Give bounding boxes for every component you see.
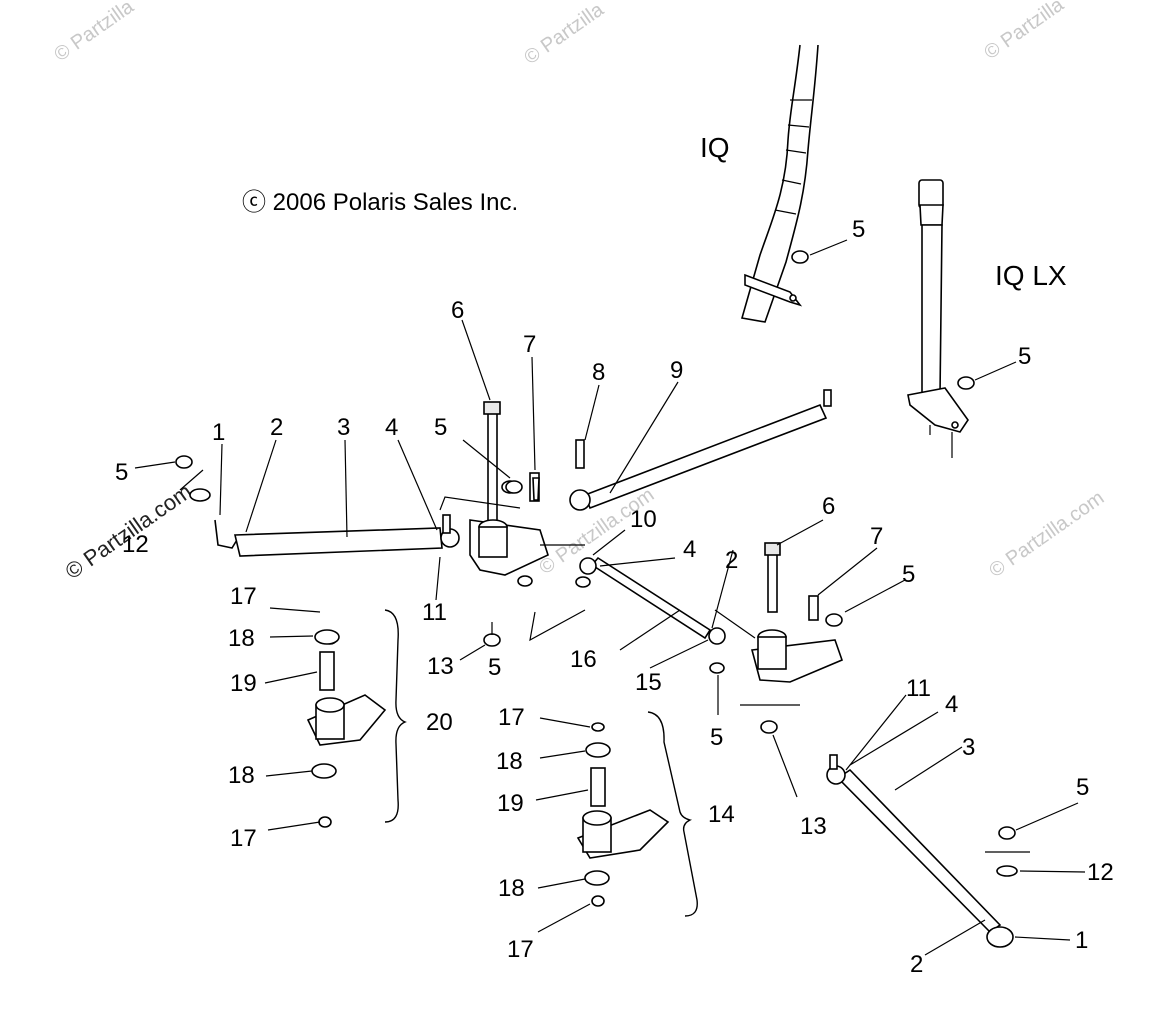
steering-column-iq-lx: [907, 179, 969, 458]
tie-rod-right: [826, 754, 1014, 948]
callout-18-kit20-bottom: 18: [228, 762, 255, 789]
callout-5-far-left: 5: [115, 459, 128, 486]
callout-15: 15: [635, 669, 662, 696]
callout-9: 9: [670, 357, 683, 384]
callout-4-right: 4: [945, 691, 958, 718]
callout-18-kit14-bottom: 18: [498, 875, 525, 902]
kit-center-14: [576, 722, 670, 907]
pivot-arm-left: [439, 401, 591, 647]
callout-2-right: 2: [910, 951, 923, 978]
callout-20: 20: [426, 709, 453, 736]
model-label-iq-lx: IQ LX: [995, 260, 1067, 291]
callout-5-center-bottom: 5: [710, 724, 723, 751]
callout-19-kit14: 19: [497, 790, 524, 817]
copyright-text: ⓒ 2006 Polaris Sales Inc.: [242, 189, 518, 216]
callout-7-left: 7: [523, 331, 536, 358]
callout-13-right: 13: [800, 813, 827, 840]
callout-8: 8: [592, 359, 605, 386]
callout-17-kit14-bottom: 17: [507, 936, 534, 963]
callout-4-center: 4: [683, 536, 696, 563]
bracket-kit-14: [647, 711, 698, 917]
kit-left-20: [306, 629, 387, 828]
callout-12-right: 12: [1087, 859, 1114, 886]
callout-3-left: 3: [337, 414, 350, 441]
callout-10: 10: [630, 506, 657, 533]
tie-rod-center: [579, 556, 726, 645]
callout-7-right: 7: [870, 523, 883, 550]
callout-16: 16: [570, 646, 597, 673]
callout-18-kit14-top: 18: [496, 748, 523, 775]
callout-4-left: 4: [385, 414, 398, 441]
callout-19-kit20: 19: [230, 670, 257, 697]
callout-14: 14: [708, 801, 735, 828]
callout-1-right: 1: [1075, 927, 1088, 954]
watermark-top-right: © Partzilla: [980, 0, 1068, 64]
callout-5-left-arm: 5: [434, 414, 447, 441]
hardware-nuts: [175, 250, 1030, 877]
bracket-kit-20: [384, 609, 407, 823]
callout-12-left: 12: [122, 531, 149, 558]
callout-17-kit14-top: 17: [498, 704, 525, 731]
callout-18-kit20-top: 18: [228, 625, 255, 652]
watermark-top-center: © Partzilla: [520, 0, 608, 69]
callout-5-iq: 5: [852, 216, 865, 243]
callout-6-left: 6: [451, 297, 464, 324]
watermark-right: © Partzilla.com: [985, 487, 1108, 582]
callout-5-left-bottom: 5: [488, 654, 501, 681]
callout-13-left: 13: [427, 653, 454, 680]
model-label-iq: IQ: [700, 132, 730, 163]
callout-11-left: 11: [422, 599, 447, 626]
callout-11-right: 11: [906, 675, 931, 702]
callout-3-right: 3: [962, 734, 975, 761]
callout-17-kit20-bottom: 17: [230, 825, 257, 852]
callout-6-right: 6: [822, 493, 835, 520]
leader-lines: [134, 239, 1086, 956]
callout-2-center: 2: [725, 547, 738, 574]
drag-link: [569, 389, 832, 511]
steering-column-iq: [740, 44, 819, 323]
tie-rod-left: [214, 514, 460, 557]
watermark-top-left: © Partzilla: [50, 0, 138, 66]
callout-17-kit20-top: 17: [230, 583, 257, 610]
callout-5-right-arm: 5: [902, 561, 915, 588]
callout-1-left: 1: [212, 419, 225, 446]
callout-2-left: 2: [270, 414, 283, 441]
callout-5-bottom-right: 5: [1076, 774, 1089, 801]
callout-5-iq-lx: 5: [1018, 343, 1031, 370]
